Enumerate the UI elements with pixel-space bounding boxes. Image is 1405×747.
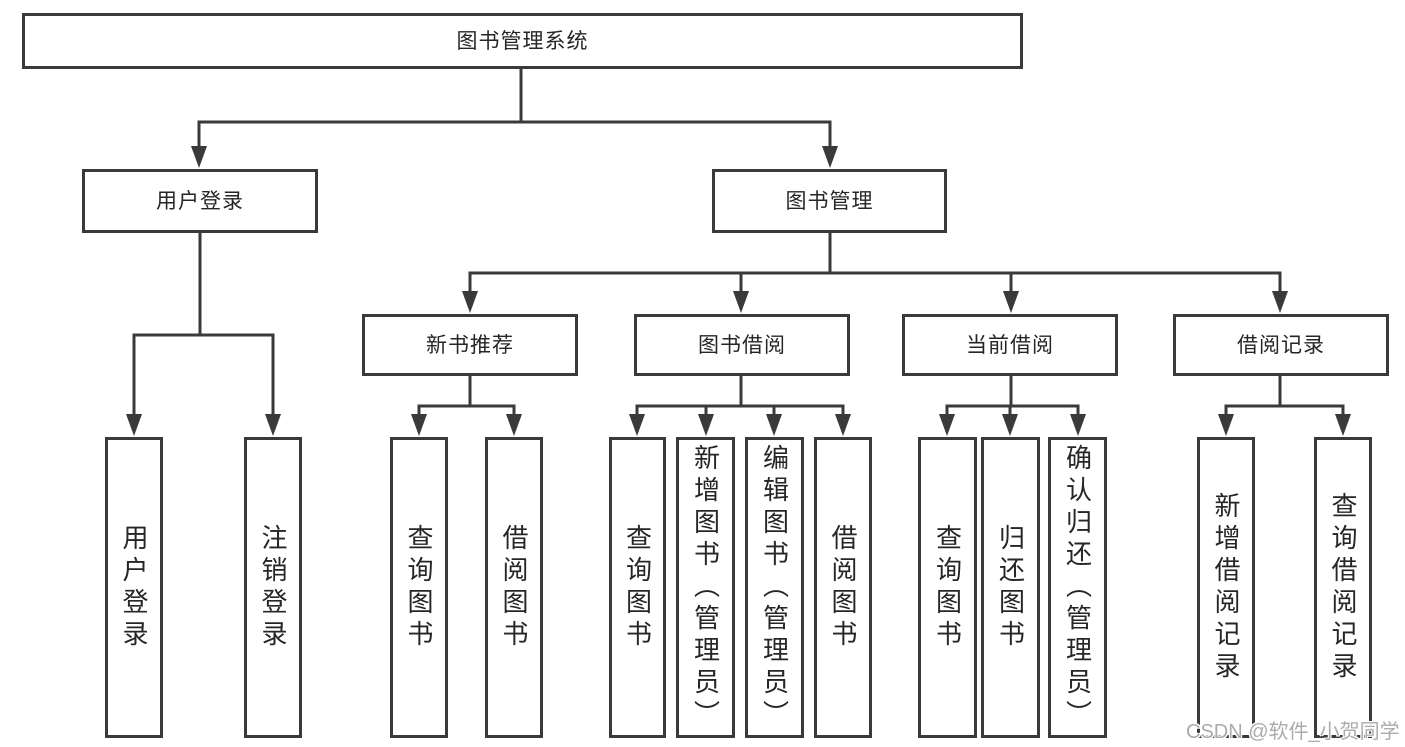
leaf-query-books-recommend: 查询图书 bbox=[390, 437, 448, 738]
node-book-management: 图书管理 bbox=[712, 169, 947, 233]
leaf-add-borrow-record: 新增借阅记录 bbox=[1197, 437, 1255, 738]
node-new-book-recommendation: 新书推荐 bbox=[362, 314, 578, 376]
leaf-edit-book-admin: 编辑图书（管理员） bbox=[745, 437, 804, 738]
leaf-borrow-books-recommend: 借阅图书 bbox=[485, 437, 543, 738]
leaf-add-book-admin: 新增图书（管理员） bbox=[676, 437, 735, 738]
leaf-query-books-borrow: 查询图书 bbox=[609, 437, 666, 738]
leaf-borrow-books-borrow: 借阅图书 bbox=[814, 437, 872, 738]
leaf-confirm-return-admin: 确认归还（管理员） bbox=[1048, 437, 1107, 738]
leaf-query-borrow-record: 查询借阅记录 bbox=[1314, 437, 1372, 738]
node-current-borrowing: 当前借阅 bbox=[902, 314, 1118, 376]
leaf-logout: 注销登录 bbox=[244, 437, 302, 738]
leaf-return-books: 归还图书 bbox=[981, 437, 1040, 738]
leaf-user-login: 用户登录 bbox=[105, 437, 163, 738]
node-user-login: 用户登录 bbox=[82, 169, 318, 233]
node-borrowing-records: 借阅记录 bbox=[1173, 314, 1389, 376]
leaf-query-books-current: 查询图书 bbox=[918, 437, 977, 738]
csdn-watermark: CSDN @软件_小贺同学 bbox=[1186, 721, 1400, 743]
node-library-system: 图书管理系统 bbox=[22, 13, 1023, 69]
node-book-borrowing: 图书借阅 bbox=[634, 314, 850, 376]
